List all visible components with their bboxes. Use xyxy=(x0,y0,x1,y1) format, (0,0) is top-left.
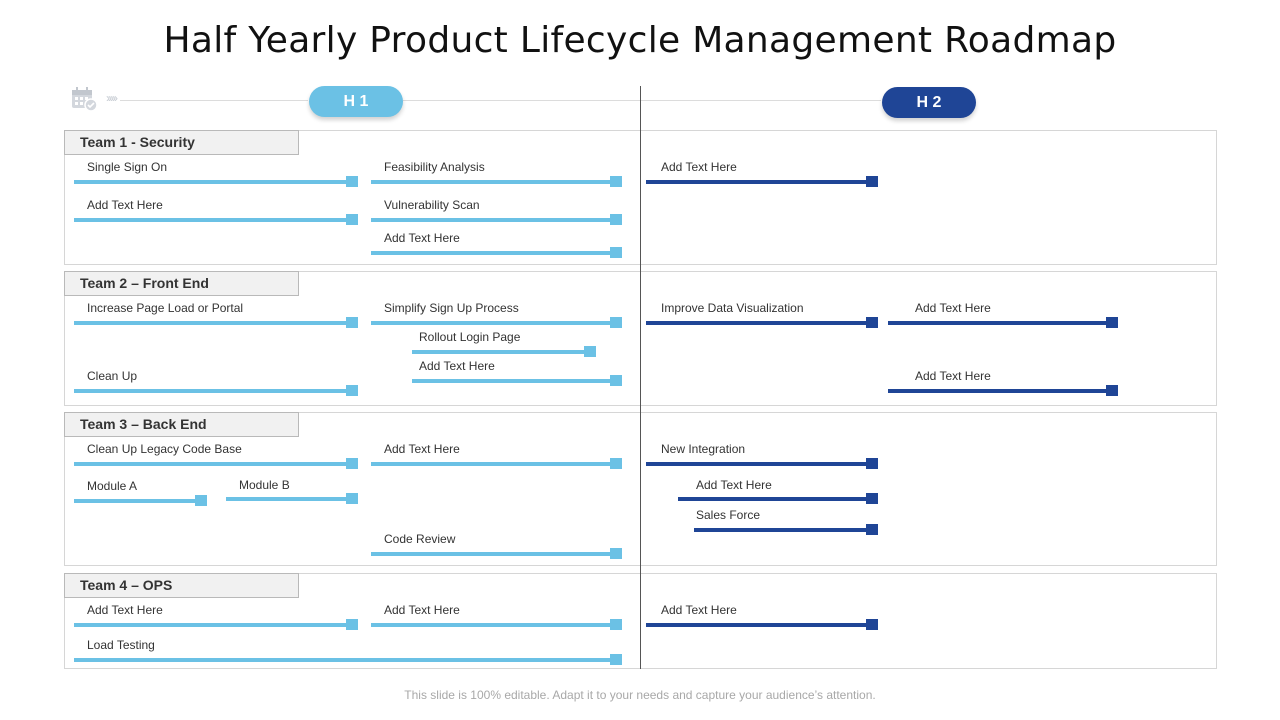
task-bar xyxy=(74,462,346,466)
task-label: Add Text Here xyxy=(87,603,163,617)
task-end-marker xyxy=(610,654,622,665)
task-label: Feasibility Analysis xyxy=(384,160,485,174)
task-bar xyxy=(646,180,866,184)
task-bar xyxy=(646,623,866,627)
task-bar xyxy=(371,321,610,325)
task-bar xyxy=(74,321,346,325)
task-end-marker xyxy=(866,458,878,469)
task-bar xyxy=(226,497,346,501)
task-label: Load Testing xyxy=(87,638,155,652)
team-3-label: Team 3 – Back End xyxy=(64,412,299,437)
task-label: Add Text Here xyxy=(419,359,495,373)
task-end-marker xyxy=(1106,385,1118,396)
task-label: Vulnerability Scan xyxy=(384,198,480,212)
task-end-marker xyxy=(195,495,207,506)
task-bar xyxy=(371,552,610,556)
task-end-marker xyxy=(610,619,622,630)
task-end-marker xyxy=(346,214,358,225)
task-bar xyxy=(74,623,346,627)
timeline-line-middle xyxy=(403,100,881,101)
task-end-marker xyxy=(346,176,358,187)
task-bar xyxy=(646,462,866,466)
chevrons-right-icon: ››››› xyxy=(106,91,118,105)
task-label: New Integration xyxy=(661,442,746,456)
task-label: Improve Data Visualization xyxy=(661,301,804,315)
phase-h2-pill: H 2 xyxy=(882,87,976,118)
task-label: Add Text Here xyxy=(384,603,460,617)
task-label: Clean Up xyxy=(87,369,138,383)
task-bar xyxy=(888,389,1106,393)
task-label: Add Text Here xyxy=(661,160,737,174)
task-end-marker xyxy=(610,247,622,258)
task-label: Increase Page Load or Portal xyxy=(87,301,244,315)
task-end-marker xyxy=(866,493,878,504)
task-label: Module A xyxy=(87,479,138,493)
task-bar xyxy=(371,180,610,184)
task-bar xyxy=(646,321,866,325)
task-label: Add Text Here xyxy=(915,369,991,383)
task-end-marker xyxy=(866,619,878,630)
task-end-marker xyxy=(610,176,622,187)
task-bar xyxy=(371,218,610,222)
task-end-marker xyxy=(866,176,878,187)
task-label: Code Review xyxy=(384,532,456,546)
task-bar xyxy=(74,658,610,662)
task-label: Module B xyxy=(239,478,290,492)
task-bar xyxy=(678,497,866,501)
task-bar xyxy=(74,499,195,503)
task-end-marker xyxy=(866,317,878,328)
phase-h1-pill: H 1 xyxy=(309,86,403,117)
task-bar xyxy=(74,389,346,393)
task-end-marker xyxy=(610,214,622,225)
task-end-marker xyxy=(346,385,358,396)
task-bar xyxy=(74,218,346,222)
task-bar xyxy=(371,462,610,466)
task-label: Add Text Here xyxy=(661,603,737,617)
team-2-label: Team 2 – Front End xyxy=(64,271,299,296)
task-label: Add Text Here xyxy=(384,231,460,245)
task-end-marker xyxy=(346,317,358,328)
task-label: Sales Force xyxy=(696,508,761,522)
task-bar xyxy=(371,623,610,627)
task-label: Add Text Here xyxy=(87,198,163,212)
task-label: Add Text Here xyxy=(696,478,772,492)
task-bar xyxy=(888,321,1106,325)
task-bar xyxy=(412,350,584,354)
task-end-marker xyxy=(584,346,596,357)
task-bar xyxy=(412,379,610,383)
task-label: Single Sign On xyxy=(87,160,168,174)
task-end-marker xyxy=(1106,317,1118,328)
task-label: Simplify Sign Up Process xyxy=(384,301,519,315)
task-bar xyxy=(371,251,610,255)
team-4-label: Team 4 – OPS xyxy=(64,573,299,598)
task-end-marker xyxy=(610,548,622,559)
task-end-marker xyxy=(610,458,622,469)
task-bar xyxy=(694,528,866,532)
task-end-marker xyxy=(346,493,358,504)
task-label: Add Text Here xyxy=(384,442,460,456)
half-year-divider xyxy=(640,86,641,669)
task-end-marker xyxy=(866,524,878,535)
task-end-marker xyxy=(346,458,358,469)
task-end-marker xyxy=(610,317,622,328)
task-label: Add Text Here xyxy=(915,301,991,315)
task-end-marker xyxy=(346,619,358,630)
task-label: Rollout Login Page xyxy=(419,330,521,344)
task-bar xyxy=(74,180,346,184)
task-end-marker xyxy=(610,375,622,386)
slide-title: Half Yearly Product Lifecycle Management… xyxy=(163,20,1117,61)
calendar-check-icon xyxy=(72,87,98,112)
footer-note: This slide is 100% editable. Adapt it to… xyxy=(404,688,876,702)
task-label: Clean Up Legacy Code Base xyxy=(87,442,242,456)
team-1-label: Team 1 - Security xyxy=(64,130,299,155)
timeline-line-h1 xyxy=(120,100,308,101)
